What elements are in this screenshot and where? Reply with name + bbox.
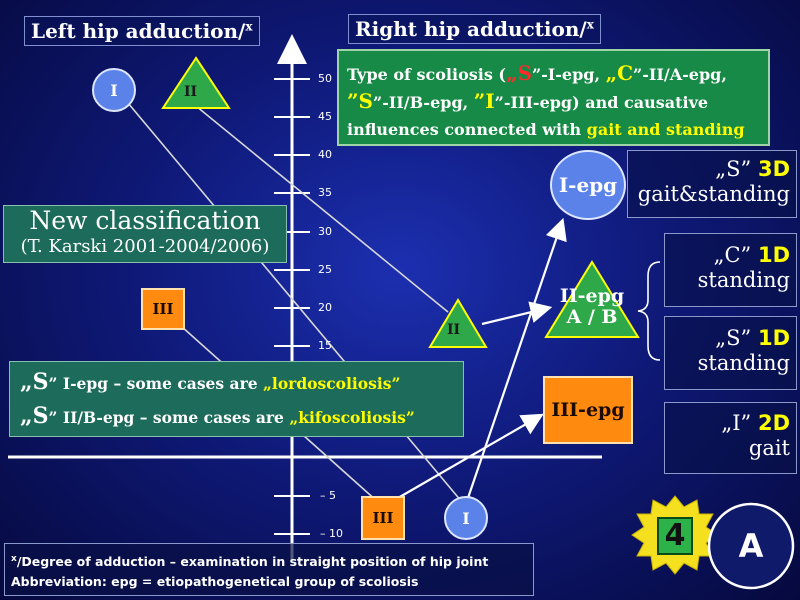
iii-epg-square: III-epg bbox=[543, 376, 633, 444]
type-line-2-b: ”-III-epg) and causative bbox=[494, 93, 709, 112]
classification-title: New classification bbox=[29, 206, 261, 235]
note-line-1: „S” I-epg – some cases are „lordoscolios… bbox=[20, 366, 453, 400]
type-s-3d-quote: „S” bbox=[715, 157, 752, 181]
type-line-3: influences connected with gait and stand… bbox=[347, 116, 760, 143]
right-II-triangle bbox=[428, 298, 488, 348]
left-hip-header-text: Left hip adduction/ bbox=[31, 19, 246, 43]
type-s-1d-text: standing bbox=[697, 351, 790, 375]
right-hip-header-sup: x bbox=[586, 17, 594, 32]
right-II-label: II bbox=[447, 322, 461, 338]
type-i-2d-text: gait bbox=[748, 436, 790, 460]
type-s-1d-quote: „S” bbox=[715, 326, 752, 350]
arrow-to-III-epg bbox=[397, 413, 544, 499]
left-III-label: III bbox=[152, 300, 174, 318]
tick-label-50: 50 bbox=[318, 72, 332, 85]
notes-box: „S” I-epg – some cases are „lordoscolios… bbox=[9, 361, 464, 437]
arrow-to-II-epg bbox=[481, 301, 553, 326]
left-I-label: I bbox=[110, 80, 118, 100]
left-I-circle: I bbox=[92, 68, 136, 112]
tick-label-45: 45 bbox=[318, 110, 332, 123]
note-1-s: „S bbox=[20, 369, 49, 395]
left-III-square: III bbox=[141, 288, 185, 330]
type-box-i-2d: „I” 2D gait bbox=[664, 402, 797, 474]
letter-badge-label: A bbox=[738, 527, 764, 565]
line-left-II-to-right-II bbox=[195, 105, 449, 313]
arrow-to-I-epg bbox=[466, 217, 567, 499]
tick-label-25: 25 bbox=[318, 263, 332, 276]
type-line-2: ”S”-II/B-epg, ”I”-III-epg) and causative bbox=[347, 88, 760, 116]
bottom-III-label: III bbox=[372, 509, 394, 527]
tick-label-35: 35 bbox=[318, 186, 332, 199]
note-line-2: „S” II/B-epg – some cases are „kifoscoli… bbox=[20, 400, 453, 434]
left-hip-header: Left hip adduction/x bbox=[24, 16, 260, 46]
type-line-2-a: ”-II/B-epg, bbox=[372, 93, 474, 112]
type-line-1-d: ”-II/A-epg, bbox=[633, 65, 727, 84]
tick-label-20: 20 bbox=[318, 301, 332, 314]
letter-circle bbox=[707, 502, 795, 590]
right-hip-header-text: Right hip adduction/ bbox=[355, 17, 587, 41]
footnote-line-1: x/Degree of adduction – examination in s… bbox=[11, 549, 527, 572]
type-box-c-1d-head: „C” 1D bbox=[667, 243, 790, 268]
right-hip-header: Right hip adduction/x bbox=[348, 14, 601, 44]
bottom-III-square: III bbox=[361, 496, 405, 540]
bottom-I-circle: I bbox=[444, 496, 488, 540]
bottom-I-label: I bbox=[462, 508, 470, 528]
type-box-s-1d: „S” 1D standing bbox=[664, 316, 797, 390]
left-hip-header-sup: x bbox=[245, 19, 253, 34]
note-2-highlight: „kifoscoliosis” bbox=[289, 408, 415, 427]
type-s-3d-text: gait&standing bbox=[637, 182, 790, 206]
type-i-2d-quote: „I” bbox=[721, 411, 752, 435]
number-badge: 4 bbox=[657, 517, 693, 555]
classification-box: New classification (T. Karski 2001-2004/… bbox=[3, 205, 287, 263]
type-box-s-1d-head: „S” 1D bbox=[667, 326, 790, 351]
type-c-1d-text: standing bbox=[697, 268, 790, 292]
tick-label-30: 30 bbox=[318, 225, 332, 238]
ii-epg-label-line2: A / B bbox=[566, 306, 618, 328]
type-s-1d-dim: 1D bbox=[757, 326, 790, 350]
type-box-i-2d-head: „I” 2D bbox=[667, 411, 790, 436]
type-c-1d-dim: 1D bbox=[757, 243, 790, 267]
tick-label-15: 15 bbox=[318, 339, 332, 352]
note-2-text: ” II/B-epg – some cases are bbox=[48, 408, 290, 427]
classification-author: (T. Karski 2001-2004/2006) bbox=[20, 236, 270, 257]
type-box-s-3d-head: „S” 3D bbox=[630, 157, 790, 182]
type-line-1-a: Type of scoliosis ( bbox=[347, 65, 506, 84]
type-line-2-i: ”I bbox=[473, 89, 495, 113]
note-2-s: „S bbox=[20, 403, 49, 429]
type-c-1d-quote: „C” bbox=[713, 243, 752, 267]
type-line-2-s: ”S bbox=[347, 89, 373, 113]
brace bbox=[637, 261, 661, 361]
scoliosis-type-box: Type of scoliosis („S”-I-epg, „C”-II/A-e… bbox=[337, 49, 770, 146]
ii-epg-triangle bbox=[544, 260, 640, 338]
type-line-1-s: „S bbox=[506, 61, 532, 85]
type-line-1-c: „C bbox=[605, 61, 634, 85]
i-epg-label: I-epg bbox=[558, 173, 618, 197]
left-II-triangle bbox=[161, 56, 231, 109]
type-box-c-1d: „C” 1D standing bbox=[664, 233, 797, 307]
note-1-text: ” I-epg – some cases are bbox=[48, 374, 264, 393]
footnote-line-2: Abbreviation: epg = etiopathogenetical g… bbox=[11, 574, 419, 590]
left-II-label: II bbox=[184, 84, 198, 100]
type-line-3-a: influences connected with bbox=[347, 120, 587, 139]
type-s-3d-dim: 3D bbox=[757, 157, 790, 181]
type-line-3-b: gait and standing bbox=[586, 120, 745, 139]
type-line-1-b: ”-I-epg, bbox=[531, 65, 606, 84]
type-box-s-3d: „S” 3D gait&standing bbox=[627, 150, 797, 218]
number-badge-label: 4 bbox=[664, 518, 686, 553]
footnote-line-1-text: /Degree of adduction – examination in st… bbox=[16, 554, 489, 570]
ii-epg-label-line1: II-epg bbox=[559, 285, 625, 307]
tick-label-minus-5: – 5 bbox=[320, 489, 336, 502]
i-epg-circle: I-epg bbox=[550, 150, 626, 220]
tick-label-minus-10: – 10 bbox=[320, 527, 343, 540]
iii-epg-label: III-epg bbox=[551, 399, 625, 421]
type-i-2d-dim: 2D bbox=[757, 411, 790, 435]
ii-epg-label: II-epg A / B bbox=[546, 286, 638, 328]
footnote-box: x/Degree of adduction – examination in s… bbox=[4, 543, 534, 596]
note-1-highlight: „lordoscoliosis” bbox=[263, 374, 401, 393]
footnote-sup: x bbox=[11, 554, 17, 564]
tick-label-40: 40 bbox=[318, 148, 332, 161]
type-line-1: Type of scoliosis („S”-I-epg, „C”-II/A-e… bbox=[347, 60, 760, 88]
